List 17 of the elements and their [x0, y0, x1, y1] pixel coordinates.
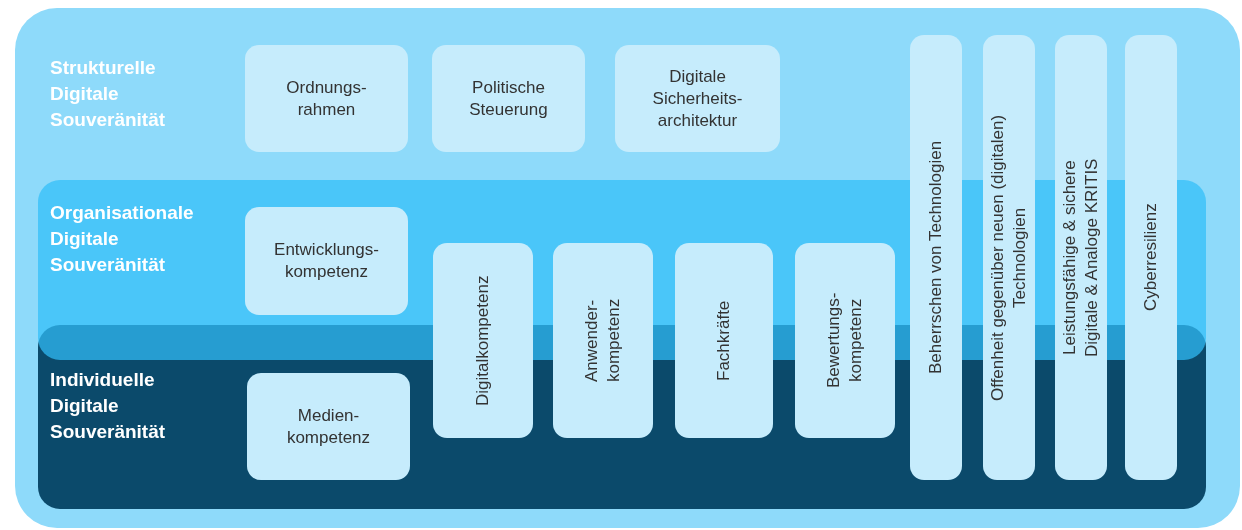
topic-box: Ordnungs- rahmen — [245, 45, 408, 152]
topic-box: Politische Steuerung — [432, 45, 585, 152]
topic-box: Anwender- kompetenz — [553, 243, 653, 438]
topic-box: Leistungsfähige & sichere Digitale & Analoge KRITIS — [1055, 35, 1107, 480]
layer-panel — [15, 8, 1240, 528]
topic-box: Fachkräfte — [675, 243, 773, 438]
topic-box: Offenheit gegenüber neuen (digitalen) Technologien — [983, 35, 1035, 480]
topic-box: Medien- kompetenz — [247, 373, 410, 480]
layer-heading: Organisationale Digitale Souveränität — [50, 201, 195, 277]
topic-box: Cyberresilienz — [1125, 35, 1177, 480]
topic-box: Digitale Sicherheits- architektur — [615, 45, 780, 152]
topic-box: Bewertungs- kompetenz — [795, 243, 895, 438]
topic-box: Entwicklungs- kompetenz — [245, 207, 408, 315]
topic-box: Beherrschen von Technologien — [910, 35, 962, 480]
layer-heading: Individuelle Digitale Souveränität — [50, 368, 167, 444]
topic-box: Digitalkompetenz — [433, 243, 533, 438]
layer-heading: Strukturelle Digitale Souveränität — [50, 56, 167, 132]
